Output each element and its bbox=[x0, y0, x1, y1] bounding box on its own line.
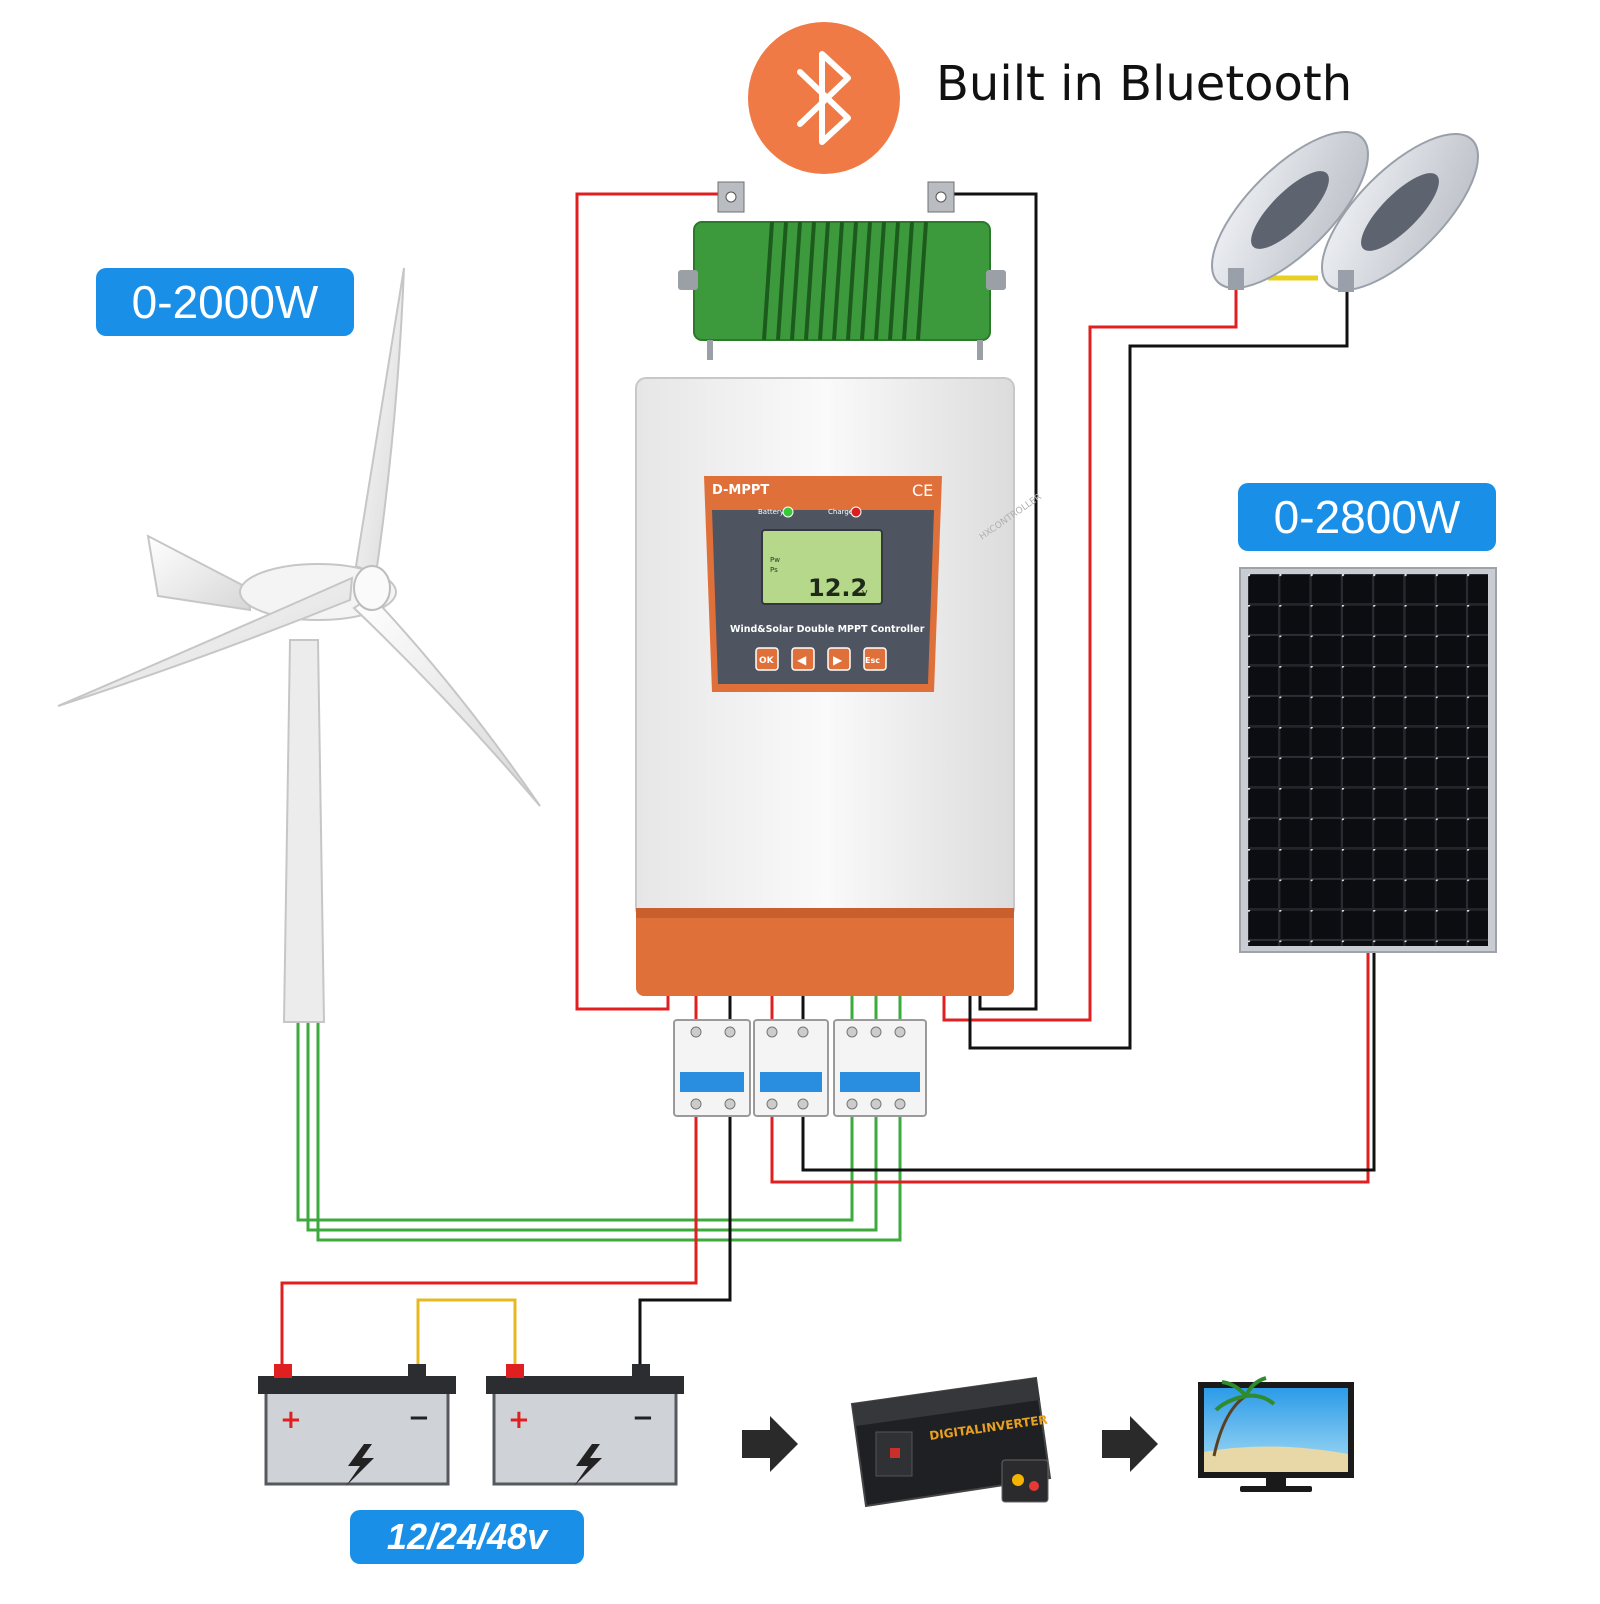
esc-button-label: Esc bbox=[865, 656, 880, 665]
indicator-battery-label: Battery bbox=[758, 508, 784, 516]
ok-button[interactable] bbox=[755, 647, 779, 671]
wire-bat-red bbox=[280, 1116, 698, 1370]
wire-bat-black bbox=[638, 1116, 732, 1372]
wire-resistor-black bbox=[942, 192, 1038, 1011]
controller-brand: D-MPPT bbox=[712, 483, 769, 498]
solar-panel-cells bbox=[1248, 574, 1488, 946]
indicator-charge-label: Charge bbox=[828, 508, 853, 516]
circuit-breakers bbox=[673, 1019, 927, 1117]
wire-lamp-red bbox=[942, 290, 1238, 1022]
battery-voltage-badge: 12/24/48v bbox=[350, 1510, 584, 1564]
controller-buttons: OK ◀ ▶ Esc bbox=[755, 647, 887, 671]
solar-power-badge: 0-2800W bbox=[1238, 483, 1496, 551]
right-button[interactable] bbox=[827, 647, 851, 671]
bluetooth-badge bbox=[748, 22, 900, 174]
wire-resistor-red bbox=[575, 192, 732, 1011]
wire-wind-phase-2 bbox=[306, 1022, 878, 1232]
battery-2-plus: + bbox=[508, 1405, 530, 1435]
lcd-reading: 12.2 bbox=[808, 574, 867, 602]
controller-base bbox=[636, 908, 1014, 996]
left-button-label: ◀ bbox=[797, 653, 807, 667]
wind-power-badge: 0-2000W bbox=[96, 268, 354, 336]
battery-2-minus: − bbox=[632, 1403, 654, 1433]
lcd-label-ps: Ps bbox=[770, 566, 778, 574]
ce-mark: CE bbox=[912, 481, 933, 500]
right-button-label: ▶ bbox=[833, 653, 843, 667]
bluetooth-icon bbox=[797, 51, 851, 145]
turbine-hub bbox=[353, 565, 391, 611]
turbine-blade-up bbox=[354, 267, 405, 576]
street-lamp-1 bbox=[1211, 131, 1369, 290]
lcd-unit: V bbox=[862, 589, 868, 598]
inverter: DIGITALINVERTER bbox=[850, 1376, 1052, 1508]
battery-1-minus: − bbox=[408, 1403, 430, 1433]
wire-wind-phase-3 bbox=[316, 1022, 902, 1242]
breaker-wind bbox=[833, 1019, 927, 1117]
battery-2: + − bbox=[486, 1364, 684, 1486]
wire-lamp-black bbox=[968, 292, 1349, 1050]
breaker-solar bbox=[753, 1019, 829, 1117]
street-lamp-2 bbox=[1321, 133, 1479, 292]
television bbox=[1198, 1376, 1354, 1492]
lcd-label-pw: Pw bbox=[770, 556, 780, 564]
turbine-blade-right bbox=[352, 594, 541, 807]
battery-led bbox=[782, 506, 794, 518]
wire-pv-red bbox=[770, 950, 1370, 1184]
turbine-tower bbox=[282, 639, 326, 1023]
wind-turbine bbox=[57, 267, 541, 1023]
wire-wind-phase-1 bbox=[296, 1022, 854, 1222]
battery-bank: + − + − bbox=[258, 1364, 684, 1486]
arrow-right-icon-2 bbox=[1102, 1416, 1158, 1472]
turbine-blade-left bbox=[57, 576, 354, 707]
left-button[interactable] bbox=[791, 647, 815, 671]
battery-1-plus: + bbox=[280, 1405, 302, 1435]
wire-bat-link bbox=[416, 1298, 517, 1375]
bluetooth-title: Built in Bluetooth bbox=[936, 56, 1353, 112]
dump-load-resistor bbox=[678, 181, 1006, 360]
charge-led bbox=[850, 506, 862, 518]
resistor-coil bbox=[762, 221, 928, 341]
breaker-battery bbox=[673, 1019, 751, 1117]
street-lamps bbox=[1211, 131, 1479, 292]
mppt-controller: D-MPPT CE Battery Charge Pw Ps 12.2 V Wi… bbox=[635, 377, 1044, 996]
esc-button[interactable] bbox=[863, 647, 887, 671]
turbine-tail bbox=[146, 534, 252, 612]
battery-1: + − bbox=[258, 1364, 456, 1486]
arrow-right-icon-1 bbox=[742, 1416, 798, 1472]
ok-button-label: OK bbox=[759, 656, 775, 666]
controller-model-label: Wind&Solar Double MPPT Controller bbox=[730, 624, 925, 635]
battery-1-bolt-icon bbox=[346, 1444, 374, 1486]
battery-2-bolt-icon bbox=[574, 1444, 602, 1486]
wire-pv-black bbox=[801, 950, 1376, 1172]
inverter-display bbox=[1001, 1459, 1049, 1503]
lcd-screen bbox=[761, 529, 883, 605]
wiring bbox=[280, 192, 1376, 1375]
solar-panel bbox=[1239, 567, 1497, 953]
